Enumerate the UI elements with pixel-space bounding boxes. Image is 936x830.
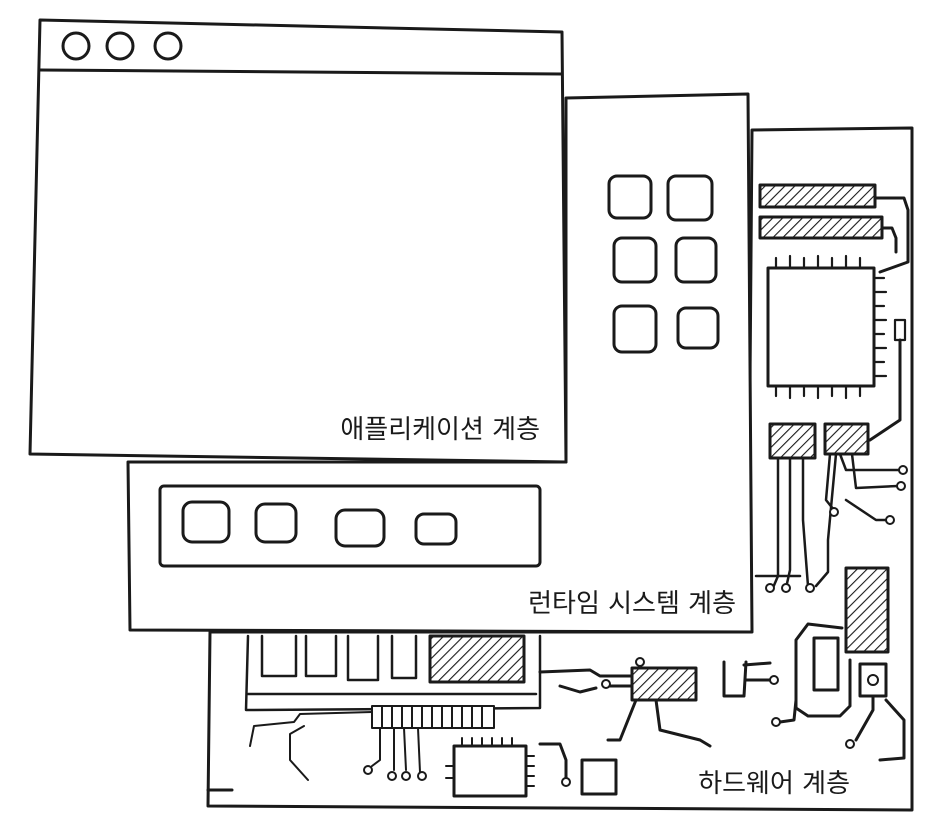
- runtime-tile-icon: [676, 306, 720, 350]
- component-square: [858, 662, 888, 698]
- application-layer: 애플리케이션 계층: [28, 18, 568, 464]
- trace: [538, 742, 568, 780]
- component-loop: [794, 622, 852, 718]
- dock-tile-icon: [181, 500, 231, 544]
- microchip-icon: [445, 737, 535, 798]
- trace: [873, 196, 910, 274]
- trace: [606, 698, 638, 742]
- hardware-layer-label: 하드웨어 계층: [698, 769, 850, 799]
- hatched-block-tall: [844, 566, 890, 654]
- hatched-bar-2: [758, 215, 884, 240]
- pin-strip: [249, 705, 495, 781]
- trace: [778, 698, 798, 724]
- window-control-circle-icon: [105, 31, 135, 61]
- hatched-bar-1: [758, 183, 877, 209]
- runtime-tile-icon: [607, 174, 653, 220]
- runtime-tile-icon: [612, 304, 658, 354]
- runtime-tile-icon: [666, 174, 714, 222]
- window-control-circle-icon: [153, 31, 183, 61]
- trace: [878, 698, 906, 762]
- trace: [742, 661, 772, 667]
- hardware-layer: 하드웨어 계층: [206, 126, 914, 812]
- trace: [854, 694, 875, 742]
- runtime-layer-label: 런타임 시스템 계층: [528, 589, 736, 619]
- hatched-chip-3: [630, 666, 698, 702]
- dock-tile-icon: [254, 502, 298, 544]
- trace: [654, 698, 712, 748]
- dock-tile-icon: [334, 508, 386, 548]
- trace: [880, 226, 898, 254]
- hatched-chip-2: [823, 422, 870, 456]
- application-layer-label: 애플리케이션 계층: [340, 415, 540, 445]
- application-window: [28, 18, 568, 464]
- hatched-chip-1: [768, 422, 817, 460]
- trace: [868, 338, 902, 442]
- component-box: [812, 636, 840, 692]
- runtime-layer: 런타임 시스템 계층: [126, 92, 754, 634]
- window-titlebar-divider: [38, 68, 564, 76]
- window-control-circle-icon: [61, 31, 91, 61]
- runtime-tile-icon: [612, 236, 658, 284]
- solder-pads: [765, 465, 908, 593]
- dock-tile-icon: [414, 512, 458, 546]
- trace: [558, 684, 598, 694]
- component-square: [580, 758, 618, 796]
- runtime-tile-icon: [674, 236, 718, 284]
- trace: [538, 668, 634, 678]
